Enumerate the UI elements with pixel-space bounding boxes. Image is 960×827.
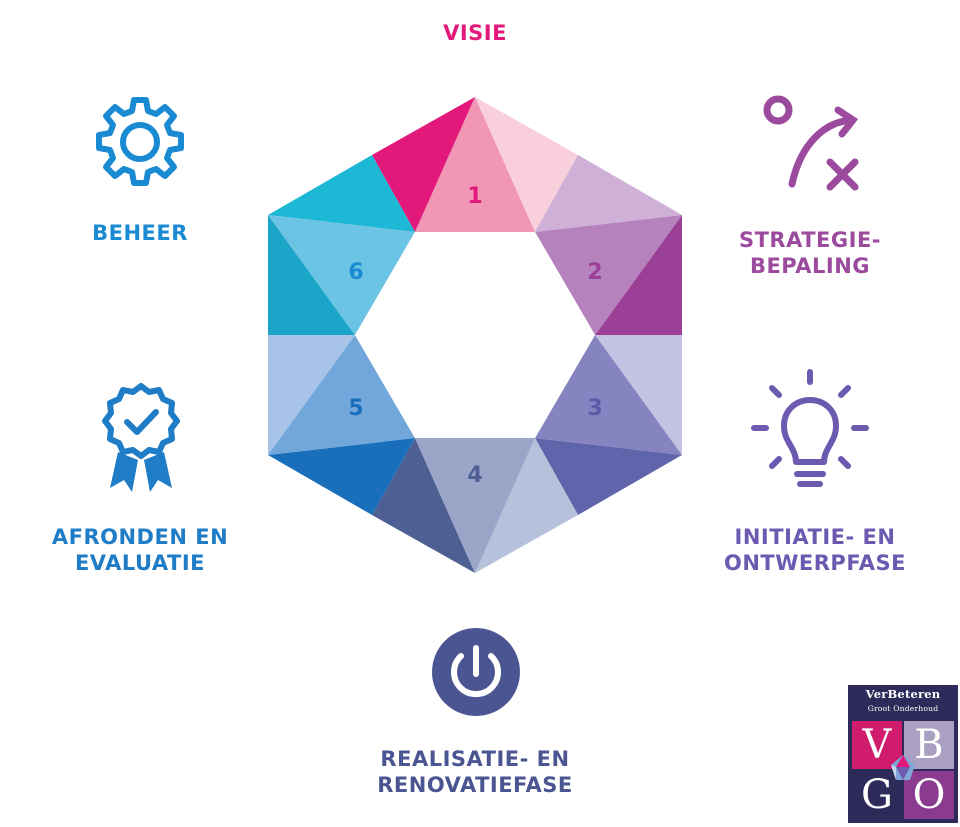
hex-number-4: 4 [467,463,482,488]
segment-3 [535,335,682,515]
afronden-label-line2: EVALUATIE [74,551,206,575]
hex-number-3: 3 [587,396,602,421]
strategie-label: STRATEGIE- BEPALING [715,227,905,279]
hex-number-2: 2 [587,260,602,285]
logo-letter-b: B [904,721,954,769]
logo-subtitle: Groot Onderhoud [867,704,939,713]
logo-letter-o: O [904,771,954,819]
lightbulb-icon [751,369,869,487]
initiatie-label-line1: INITIATIE- EN [734,525,896,549]
segment-2 [535,155,682,335]
realisatie-label: REALISATIE- EN RENOVATIEFASE [340,746,610,798]
power-icon [432,628,520,716]
afronden-label-line1: AFRONDEN EN [51,525,229,549]
realisatie-label-line1: REALISATIE- EN [380,747,570,771]
hex-number-6: 6 [348,260,363,285]
award-ribbon-icon [102,383,180,492]
logo-letter-g: G [852,771,902,819]
strategie-label-line1: STRATEGIE- [738,228,882,252]
hexagon-diagram: 1 2 3 4 5 6 [268,97,682,573]
logo-gem-icon [891,755,915,780]
strategie-label-line2: BEPALING [749,254,871,278]
gear-icon [96,97,184,186]
hex-number-5: 5 [348,396,363,421]
vbgo-logo: VerBeteren Groot Onderhoud V B G O [848,685,958,823]
hexagon-center [355,232,595,438]
strategy-play-icon [763,95,859,191]
afronden-label: AFRONDEN EN EVALUATIE [20,524,260,576]
initiatie-label: INITIATIE- EN ONTWERPFASE [690,524,940,576]
logo-letter-v: V [852,721,902,769]
realisatie-label-line2: RENOVATIEFASE [377,773,573,797]
segment-6 [268,155,415,335]
segment-4 [372,438,578,573]
beheer-label: BEHEER [92,221,188,245]
segment-5 [268,335,415,515]
hex-number-1: 1 [467,184,482,209]
logo-brand: VerBeteren [865,687,941,701]
initiatie-label-line2: ONTWERPFASE [724,551,906,575]
segment-1 [372,97,578,232]
visie-label: VISIE [443,21,507,45]
